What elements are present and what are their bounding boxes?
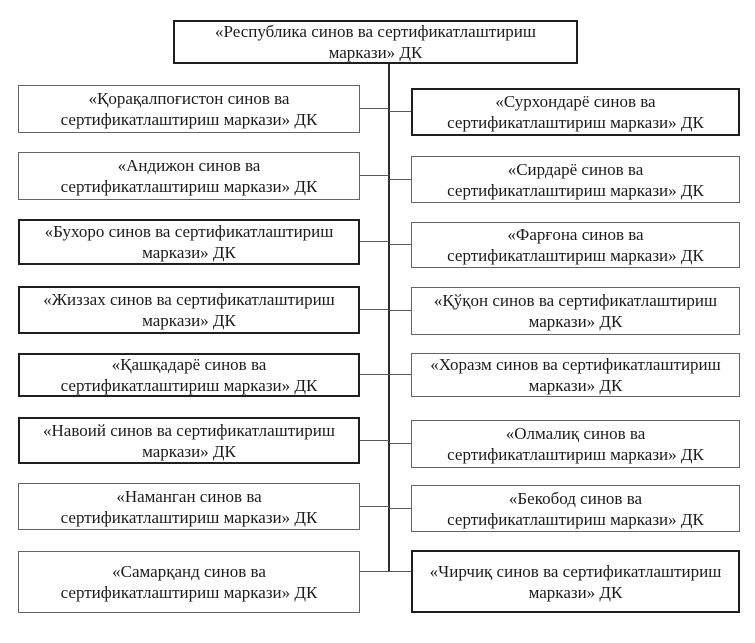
node-navoiy: «Навоий синов ва сертификатлаштириш марк… [18,417,360,464]
connector-left-7 [360,506,389,507]
node-bekobod: «Бекобод синов ва сертификатлаштириш мар… [411,485,740,532]
connector-left-4 [360,309,389,310]
node-label-line: маркази» ДК [142,311,236,330]
node-jizzax: «Жиззах синов ва сертификатлаштириш марк… [18,286,360,334]
node-xorazm: «Хоразм синов ва сертификатлаштириш марк… [411,353,740,397]
node-label-line: «Самарқанд синов ва [112,562,266,581]
node-label-line: сертификатлаштириш маркази» ДК [447,113,704,132]
node-label-line: «Қашқадарё синов ва [111,355,267,374]
connector-right-4 [389,310,412,311]
node-label-line: «Хоразм синов ва сертификатлаштириш [430,355,721,374]
connector-right-3 [389,244,412,245]
node-label-line: «Жиззах синов ва сертификатлаштириш [43,290,335,309]
node-label-line: маркази» ДК [528,312,623,331]
node-quqon: «Қўқон синов ва сертификатлаштириш марка… [411,287,740,335]
node-label-line: «Наманган синов ва [116,486,262,506]
node-label-line: «Навоий синов ва сертификатлаштириш [43,420,335,440]
node-label-line: маркази» ДК [142,243,236,262]
node-label-line: «Республика синов ва сертификатлаштириш [215,22,536,41]
node-label-line: сертификатлаштириш маркази» ДК [60,110,318,129]
node-label-line: маркази» ДК [142,441,236,461]
connector-left-5 [360,374,389,375]
node-qoraqalpogiston: «Қорақалпоғистон синов ва сертификатлашт… [18,85,360,133]
node-samarqand: «Самарқанд синов ва сертификатлаштириш м… [18,551,360,613]
node-label-line: «Қўқон синов ва сертификатлаштириш [433,291,718,310]
node-label-line: «Олмалиқ синов ва [505,424,646,443]
node-label-line: сертификатлаштириш маркази» ДК [447,246,704,265]
node-sirdaryo: «Сирдарё синов ва сертификатлаштириш мар… [411,156,740,203]
connector-left-8 [360,571,389,572]
node-label-line: сертификатлаштириш маркази» ДК [60,376,318,395]
node-label-line: «Қорақалпоғистон синов ва [88,89,290,108]
node-label-line: «Фарғона синов ва [507,225,644,244]
connector-right-1 [389,111,412,112]
node-label-line: «Сурхондарё синов ва [495,92,656,111]
node-label-line: «Андижон синов ва [117,156,261,175]
node-fargona: «Фарғона синов ва сертификатлаштириш мар… [411,222,740,268]
node-olmaliq: «Олмалиқ синов ва сертификатлаштириш мар… [411,420,740,468]
node-namangan: «Наманган синов ва сертификатлаштириш ма… [18,483,360,530]
node-label-line: «Бекобод синов ва [508,488,643,508]
node-surxondaryo: «Сурхондарё синов ва сертификатлаштириш … [411,88,740,136]
node-qashqadaryo: «Қашқадарё синов ва сертификатлаштириш м… [18,353,360,397]
connector-left-1 [360,108,389,109]
connector-left-2 [360,175,389,176]
node-label-line: сертификатлаштириш маркази» ДК [60,583,318,602]
node-andijon: «Андижон синов ва сертификатлаштириш мар… [18,152,360,200]
connector-right-5 [389,374,412,375]
node-label-line: сертификатлаштириш маркази» ДК [447,509,704,529]
connector-right-2 [389,179,412,180]
connector-left-6 [360,440,389,441]
node-label-line: сертификатлаштириш маркази» ДК [447,445,704,464]
connector-right-8 [389,571,412,572]
node-label-line: маркази» ДК [528,582,623,602]
node-respublika: «Республика синов ва сертификатлаштириш … [173,20,578,64]
connector-left-3 [360,241,389,242]
node-label-line: сертификатлаштириш маркази» ДК [60,507,318,527]
node-label-line: «Бухоро синов ва сертификатлаштириш [44,222,334,241]
node-label-line: маркази» ДК [328,43,423,62]
connector-trunk [388,64,390,572]
node-chirchiq: «Чирчиқ синов ва сертификатлаштириш марк… [411,550,740,613]
node-label-line: «Сирдарё синов ва [507,159,644,179]
node-label-line: «Чирчиқ синов ва сертификатлаштириш [429,561,722,581]
node-buxoro: «Бухоро синов ва сертификатлаштириш марк… [18,219,360,265]
connector-right-6 [389,443,412,444]
node-label-line: сертификатлаштириш маркази» ДК [60,177,318,196]
connector-right-7 [389,508,412,509]
node-label-line: сертификатлаштириш маркази» ДК [447,180,704,200]
node-label-line: маркази» ДК [528,376,623,395]
